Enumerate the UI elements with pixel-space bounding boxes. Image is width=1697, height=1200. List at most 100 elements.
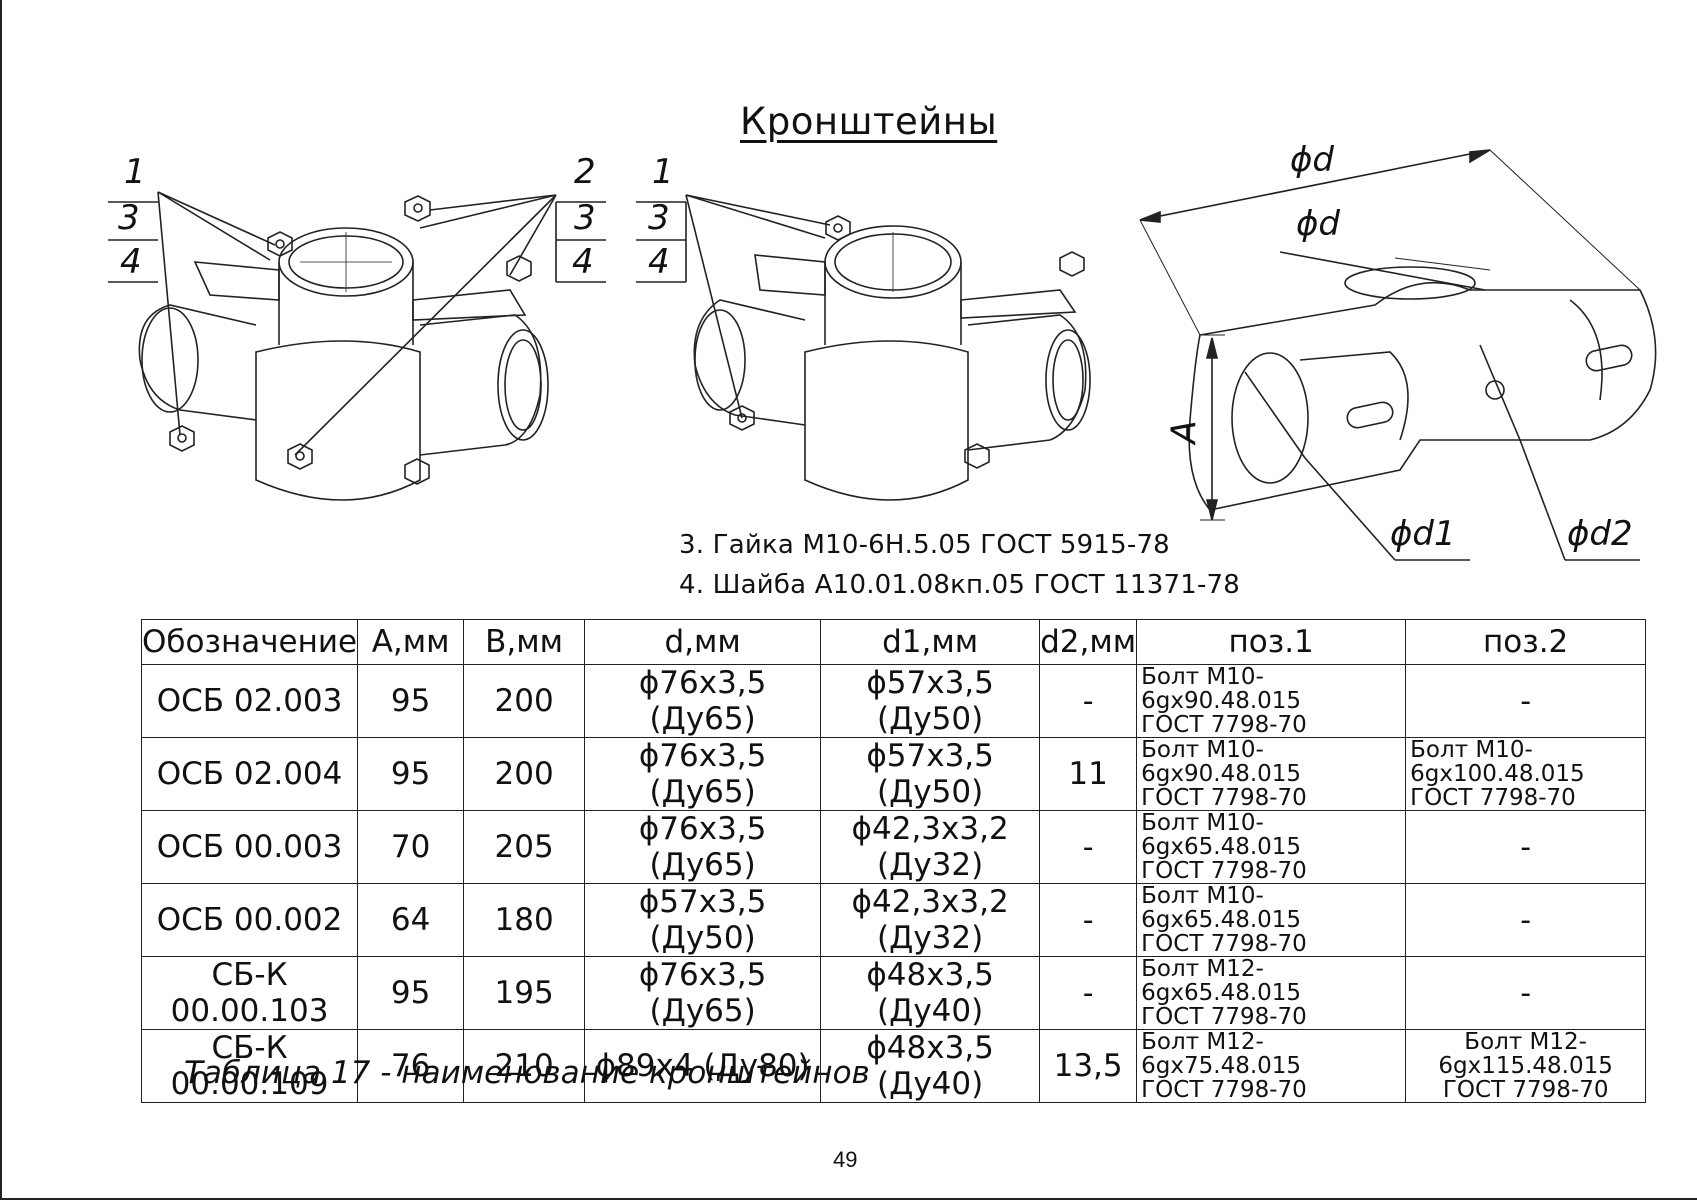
cell-a: 70 <box>357 810 465 884</box>
cell-d1: ϕ42,3х3,2 (Ду32) <box>820 810 1041 884</box>
cell-d2: 11 <box>1039 737 1138 811</box>
cell-d2: - <box>1039 664 1138 738</box>
callout-mid-left-1: 1 <box>652 152 674 192</box>
table-row: ОСБ 02.003 95 200 ϕ76х3,5 (Ду65) ϕ57х3,5… <box>140 664 1647 738</box>
table-row: СБ-К 00.00.103 95 195 ϕ76х3,5 (Ду65) ϕ48… <box>140 956 1647 1030</box>
callout-mid-right-4: 4 <box>572 242 594 282</box>
cell-pos1-line2: ГОСТ 7798-70 <box>1141 931 1307 957</box>
callout-left-3: 3 <box>118 198 140 238</box>
table-header-row: Обозначение А,мм В,мм d,мм d1,мм d2,мм п… <box>140 619 1647 665</box>
page-title: Кронштейны <box>740 100 998 143</box>
dim-a: A <box>1164 420 1205 444</box>
cell-pos1-line2: ГОСТ 7798-70 <box>1141 785 1307 811</box>
page-frame-left <box>0 0 2 1200</box>
cell-d: ϕ76х3,5 (Ду65) <box>584 664 822 738</box>
cell-pos2: - <box>1405 883 1647 957</box>
header-d: d,мм <box>584 619 822 665</box>
cell-d1: ϕ48х3,5 (Ду40) <box>820 956 1041 1030</box>
cell-pos2-line2: ГОСТ 7798-70 <box>1442 1077 1609 1103</box>
cell-designation: ОСБ 02.004 <box>140 737 359 811</box>
cell-d2: - <box>1039 956 1138 1030</box>
table-row: ОСБ 00.003 70 205 ϕ76х3,5 (Ду65) ϕ42,3х3… <box>140 810 1647 884</box>
cell-d: ϕ57х3,5 (Ду50) <box>584 883 822 957</box>
cell-a: 95 <box>357 956 465 1030</box>
cell-pos2: - <box>1405 956 1647 1030</box>
cell-pos1-line1: Болт М12-6gх65.48.015 <box>1141 956 1302 1006</box>
cell-d2: - <box>1039 883 1138 957</box>
cell-b: 195 <box>463 956 586 1030</box>
cell-pos1-line2: ГОСТ 7798-70 <box>1141 1077 1307 1103</box>
cell-b: 200 <box>463 737 586 811</box>
brackets-table: Обозначение А,мм В,мм d,мм d1,мм d2,мм п… <box>140 619 1647 1103</box>
table-caption: Таблица 17 - наименование кронштейнов <box>184 1055 870 1091</box>
callout-mid-left-4: 4 <box>648 242 670 282</box>
cell-pos1-line1: Болт М10-6gх90.48.015 <box>1141 737 1302 787</box>
cell-d2: - <box>1039 810 1138 884</box>
header-b: В,мм <box>463 619 586 665</box>
cell-a: 95 <box>357 737 465 811</box>
note-washer: 4. Шайба А10.01.08кп.05 ГОСТ 11371-78 <box>679 570 1241 600</box>
cell-d: ϕ76х3,5 (Ду65) <box>584 956 822 1030</box>
dim-d1: ϕd1 <box>1390 514 1456 554</box>
cell-pos1-line2: ГОСТ 7798-70 <box>1141 1004 1307 1030</box>
note-nut: 3. Гайка М10-6Н.5.05 ГОСТ 5915-78 <box>679 530 1170 560</box>
table-row: ОСБ 00.002 64 180 ϕ57х3,5 (Ду50) ϕ42,3х3… <box>140 883 1647 957</box>
cell-pos2-line2: ГОСТ 7798-70 <box>1410 785 1576 811</box>
bracket-middle-drawing <box>636 194 1091 501</box>
bracket-left-drawing <box>108 191 606 501</box>
cell-pos1-line2: ГОСТ 7798-70 <box>1141 712 1307 738</box>
cell-b: 200 <box>463 664 586 738</box>
cell-designation: ОСБ 02.003 <box>140 664 359 738</box>
cell-d1: ϕ57х3,5 (Ду50) <box>820 737 1041 811</box>
cell-pos2-line1: Болт М10-6gх100.48.015 <box>1410 737 1585 787</box>
cell-designation: ОСБ 00.002 <box>140 883 359 957</box>
bracket-drawings <box>108 149 1657 561</box>
table-row: СБ-К 00.00.109 76 210 ϕ89х4 (Ду80) ϕ48х3… <box>140 1029 1647 1103</box>
cell-designation: ОСБ 00.003 <box>140 810 359 884</box>
header-d2: d2,мм <box>1039 619 1138 665</box>
cell-pos2: - <box>1405 664 1647 738</box>
callout-left-4: 4 <box>120 242 142 282</box>
callout-left-1: 1 <box>124 152 146 192</box>
cell-pos2-line1: Болт М12-6gх115.48.015 <box>1438 1029 1613 1079</box>
header-pos2: поз.2 <box>1405 619 1647 665</box>
callout-mid-right-2: 2 <box>574 152 596 192</box>
dim-d-inner: ϕd <box>1296 204 1341 244</box>
cell-designation: СБ-К 00.00.109 <box>140 1029 359 1103</box>
cell-pos1-line1: Болт М12-6gх75.48.015 <box>1141 1029 1302 1079</box>
header-a: А,мм <box>357 619 465 665</box>
cell-pos1-line2: ГОСТ 7798-70 <box>1141 858 1307 884</box>
cell-d1: ϕ48х3,5 (Ду40) <box>820 1029 1041 1103</box>
cell-d1: ϕ57х3,5 (Ду50) <box>820 664 1041 738</box>
cell-pos1-line1: Болт М10-6gх65.48.015 <box>1141 883 1302 933</box>
dim-d2: ϕd2 <box>1567 514 1633 554</box>
table-row: ОСБ 02.004 95 200 ϕ76х3,5 (Ду65) ϕ57х3,5… <box>140 737 1647 811</box>
cell-d2: 13,5 <box>1039 1029 1138 1103</box>
cell-pos2: - <box>1405 810 1647 884</box>
bracket-right-drawing <box>1139 149 1657 561</box>
header-d1: d1,мм <box>820 619 1041 665</box>
dim-d-outer: ϕd <box>1290 140 1335 180</box>
page-frame-bottom <box>0 1198 1697 1200</box>
cell-pos1-line1: Болт М10-6gх65.48.015 <box>1141 810 1302 860</box>
cell-d: ϕ76х3,5 (Ду65) <box>584 810 822 884</box>
cell-b: 180 <box>463 883 586 957</box>
cell-d: ϕ76х3,5 (Ду65) <box>584 737 822 811</box>
header-pos1: поз.1 <box>1136 619 1407 665</box>
cell-pos1-line1: Болт М10-6gх90.48.015 <box>1141 664 1302 714</box>
cell-d: ϕ89х4 (Ду80) <box>584 1029 822 1103</box>
header-designation: Обозначение <box>140 619 359 665</box>
callout-mid-right-3: 3 <box>574 198 596 238</box>
cell-d1: ϕ42,3х3,2 (Ду32) <box>820 883 1041 957</box>
page-number: 49 <box>833 1147 858 1172</box>
cell-a: 76 <box>357 1029 465 1103</box>
cell-b: 205 <box>463 810 586 884</box>
